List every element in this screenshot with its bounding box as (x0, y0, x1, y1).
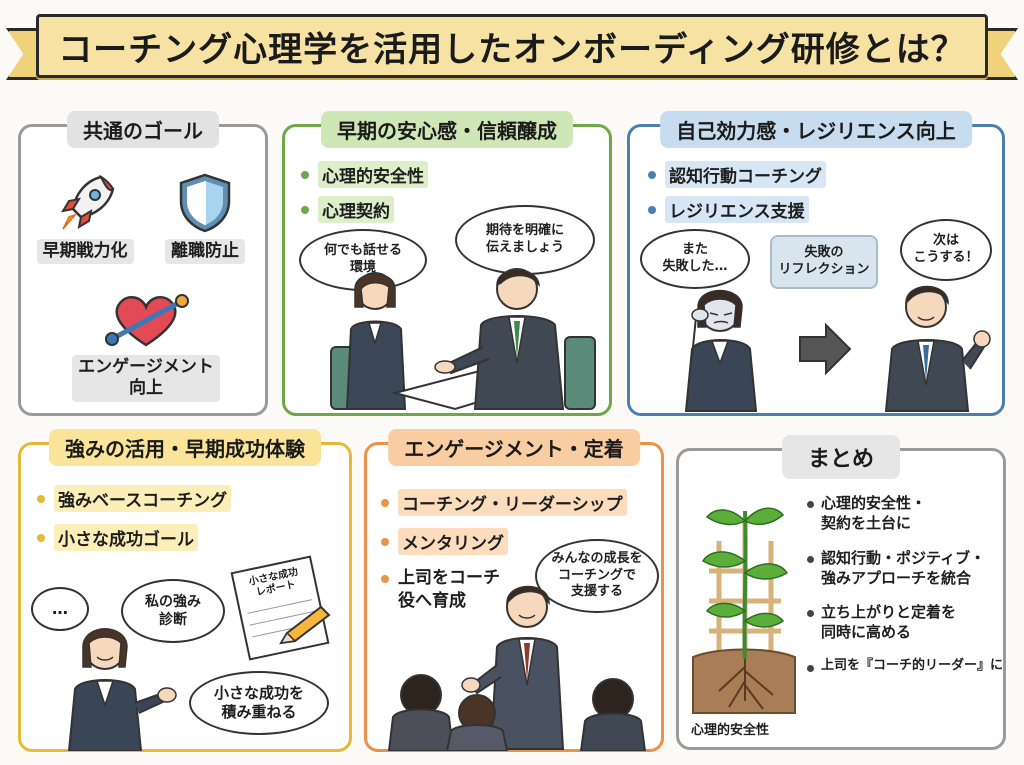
speech-bubble-strength-diagnosis: 私の強み 診断 (121, 579, 225, 643)
speech-bubble-failed-again: また 失敗した… (640, 229, 750, 289)
heart-icon (105, 294, 189, 347)
reflection-box: 失敗の リフレクション (770, 235, 878, 289)
panel-title-common-goal: 共通のゴール (67, 111, 219, 148)
goal-item-engagement: エンゲージメント 向上 (51, 287, 241, 402)
goal-label-engagement: エンゲージメント 向上 (72, 355, 220, 402)
banner-body: コーチング心理学を活用したオンボーディング研修とは？ (36, 14, 988, 78)
panel-title-strength: 強みの活用・早期成功体験 (49, 429, 321, 466)
list-item: 心理契約 (301, 196, 428, 223)
meeting-illustration (330, 268, 596, 411)
speech-bubble-thinking: … (31, 587, 89, 631)
bullet-dot (807, 501, 814, 508)
speech-bubble-next-time: 次は こうする！ (900, 219, 992, 281)
list-item: 認知行動・ポジティブ・ 強みアプローチを統合 (807, 548, 1003, 589)
bullet-dot (37, 494, 45, 503)
arrow-right-icon (799, 322, 852, 376)
bullet-dot (807, 555, 814, 563)
panel-title-trust: 早期の安心感・信頼醸成 (321, 111, 573, 148)
shield-icon (179, 173, 231, 233)
summary-list: 心理的安全性・ 契約を土台に 認知行動・ポジティブ・ 強みアプローチを統合 立ち… (807, 493, 1003, 688)
title-banner: コーチング心理学を活用したオンボーディング研修とは？ (6, 6, 1018, 88)
pencil-icon (279, 605, 331, 645)
panel-engagement: エンゲージメント・定着 コーチング・リーダーシップ メンタリング 上司をコーチ … (364, 429, 664, 752)
bullet-dot (807, 610, 814, 617)
panel-summary: まとめ 心理的安全性 心理的安全性・ 契約を土台に (676, 435, 1006, 750)
list-item: メンタリング (381, 528, 627, 555)
list-item: 立ち上がりと定着を 同時に高める (807, 602, 1003, 643)
bullet-dot (37, 533, 45, 542)
list-item: 強みベースコーチング (37, 485, 232, 512)
list-item: コーチング・リーダーシップ (381, 489, 627, 516)
speech-bubble-small-success: 小さな成功を 積み重ねる (189, 671, 329, 735)
goal-label-retention: 離職防止 (165, 239, 245, 265)
goal-item-retention: 離職防止 (149, 171, 261, 265)
list-item: 心理的安全性・ 契約を土台に (807, 493, 1003, 534)
self-bullet-list: 認知行動コーチング レジリエンス支援 (648, 161, 826, 231)
panel-title-summary: まとめ (781, 435, 901, 479)
panel-title-self-efficacy: 自己効力感・レジリエンス向上 (660, 111, 972, 148)
bullet-dot (301, 205, 309, 214)
engage-bullet-list: コーチング・リーダーシップ メンタリング 上司をコーチ 役へ育成 (381, 489, 627, 621)
list-item: 小さな成功ゴール (37, 524, 231, 551)
goal-item-early: 早期戦力化 (29, 171, 141, 265)
strength-bullet-list: 強みベースコーチング 小さな成功ゴール (37, 485, 232, 559)
goal-label-early: 早期戦力化 (36, 239, 134, 265)
bullet-dot (807, 664, 814, 672)
panel-strength: 強みの活用・早期成功体験 強みベースコーチング 小さな成功ゴール … 私の強み … (18, 429, 352, 752)
bullet-dot (381, 498, 389, 507)
resilience-illustration (684, 285, 991, 412)
panel-self-efficacy: 自己効力感・レジリエンス向上 認知行動コーチング レジリエンス支援 また 失敗し… (627, 111, 1005, 416)
list-item: 心理的安全性 (301, 161, 428, 188)
speech-bubble-support-growth: みんなの成長を コーチングで 支援する (535, 539, 659, 613)
woman-presenting-illustration (67, 628, 177, 751)
plant-growth-illustration (692, 507, 796, 714)
bullet-dot (301, 170, 309, 179)
rocket-icon (60, 174, 115, 230)
bullet-dot (648, 170, 656, 179)
panel-common-goal: 共通のゴール 早期戦力化 離職防止 エンゲージメント 向上 (18, 111, 268, 416)
panel-title-engagement: エンゲージメント・定着 (388, 429, 640, 466)
list-item: 上司を『コーチ的リーダー』に (807, 657, 1003, 675)
panel-trust: 早期の安心感・信頼醸成 心理的安全性 心理契約 何でも話せる 環境 期待を明確に… (282, 111, 612, 416)
plant-label: 心理的安全性 (691, 723, 770, 738)
bullet-dot (648, 205, 656, 214)
list-item: レジリエンス支援 (648, 196, 826, 223)
list-item: 認知行動コーチング (648, 161, 826, 188)
list-item: 上司をコーチ 役へ育成 (381, 567, 627, 613)
trust-bullet-list: 心理的安全性 心理契約 (301, 161, 428, 231)
speech-bubble-clear-expectations: 期待を明確に 伝えましょう (455, 205, 595, 275)
bullet-dot (381, 537, 389, 546)
bullet-dot (381, 575, 389, 583)
team-coaching-illustration (387, 585, 647, 751)
page-title: コーチング心理学を活用したオンボーディング研修とは？ (58, 29, 966, 70)
